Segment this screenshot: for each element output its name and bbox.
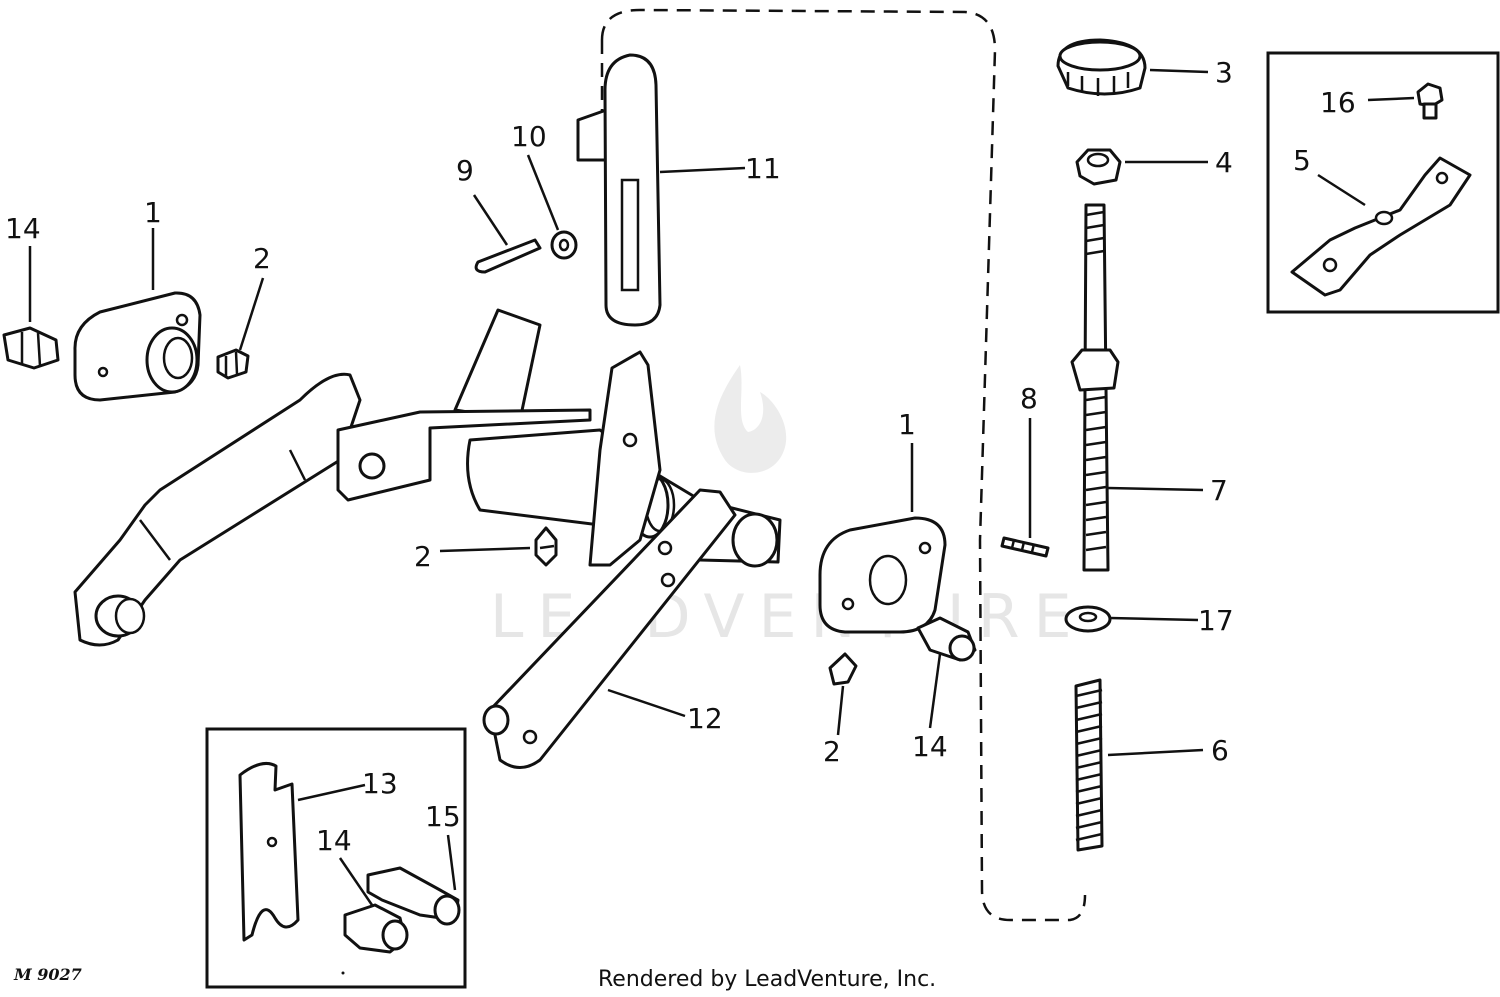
callout-3: 3 xyxy=(1215,56,1233,89)
rendered-by-credit: Rendered by LeadVenture, Inc. xyxy=(598,967,936,992)
part-fitting-lower xyxy=(828,652,858,686)
callout-14-left: 14 xyxy=(5,212,41,245)
part-hex-nut xyxy=(1075,148,1122,186)
part-grease-fitting-right xyxy=(916,616,977,662)
callout-17: 17 xyxy=(1198,604,1234,637)
callout-4: 4 xyxy=(1215,146,1233,179)
part-washer-small xyxy=(550,230,578,260)
callout-11: 11 xyxy=(745,152,781,185)
leader-lines xyxy=(28,68,1415,906)
callout-13: 13 xyxy=(362,767,398,800)
part-lever-lower xyxy=(482,488,737,769)
part-bearing-flange-right xyxy=(818,516,947,634)
part-bearing-flange-left xyxy=(73,291,202,402)
callout-2-middle: 2 xyxy=(414,540,432,573)
callout-7: 7 xyxy=(1210,474,1228,507)
callout-2-lower: 2 xyxy=(823,735,841,768)
part-adjusting-knob xyxy=(1056,38,1147,96)
part-cotter-pin xyxy=(474,238,542,274)
callout-5: 5 xyxy=(1293,144,1311,177)
callout-1-right: 1 xyxy=(898,408,916,441)
part-flat-washer xyxy=(1064,605,1112,633)
part-cap-screw xyxy=(1416,82,1444,120)
callout-16: 16 xyxy=(1320,86,1356,119)
part-fitting-upper xyxy=(216,348,250,380)
dashed-outline xyxy=(600,8,1087,922)
inset-box-bracket xyxy=(1266,51,1500,314)
part-inset-bolts xyxy=(343,866,461,954)
part-arm-plate xyxy=(238,762,300,942)
part-fitting-middle xyxy=(534,526,558,567)
callout-14-inset: 14 xyxy=(316,824,352,857)
part-rockshaft-assembly xyxy=(73,308,782,647)
part-compression-spring xyxy=(1074,678,1104,852)
figure-id: M 9027 xyxy=(13,965,82,984)
callout-10: 10 xyxy=(511,120,547,153)
part-spring-pin xyxy=(1000,536,1050,558)
callout-9: 9 xyxy=(456,154,474,187)
callout-6: 6 xyxy=(1211,734,1229,767)
part-bracket xyxy=(1290,156,1472,297)
callout-15: 15 xyxy=(425,800,461,833)
inset-box-arm xyxy=(205,727,467,989)
callout-1-left: 1 xyxy=(144,196,162,229)
part-slotted-link xyxy=(576,53,662,327)
part-threaded-rod xyxy=(1070,203,1120,572)
callout-labels: 14 1 2 9 10 11 2 12 1 2 14 8 3 4 7 17 6 … xyxy=(5,56,1356,857)
callout-2-upper: 2 xyxy=(253,242,271,275)
part-grease-fitting-left xyxy=(2,326,60,370)
stray-dot xyxy=(341,971,345,975)
callout-12: 12 xyxy=(687,702,723,735)
callout-14-right: 14 xyxy=(912,730,948,763)
callout-8: 8 xyxy=(1020,382,1038,415)
